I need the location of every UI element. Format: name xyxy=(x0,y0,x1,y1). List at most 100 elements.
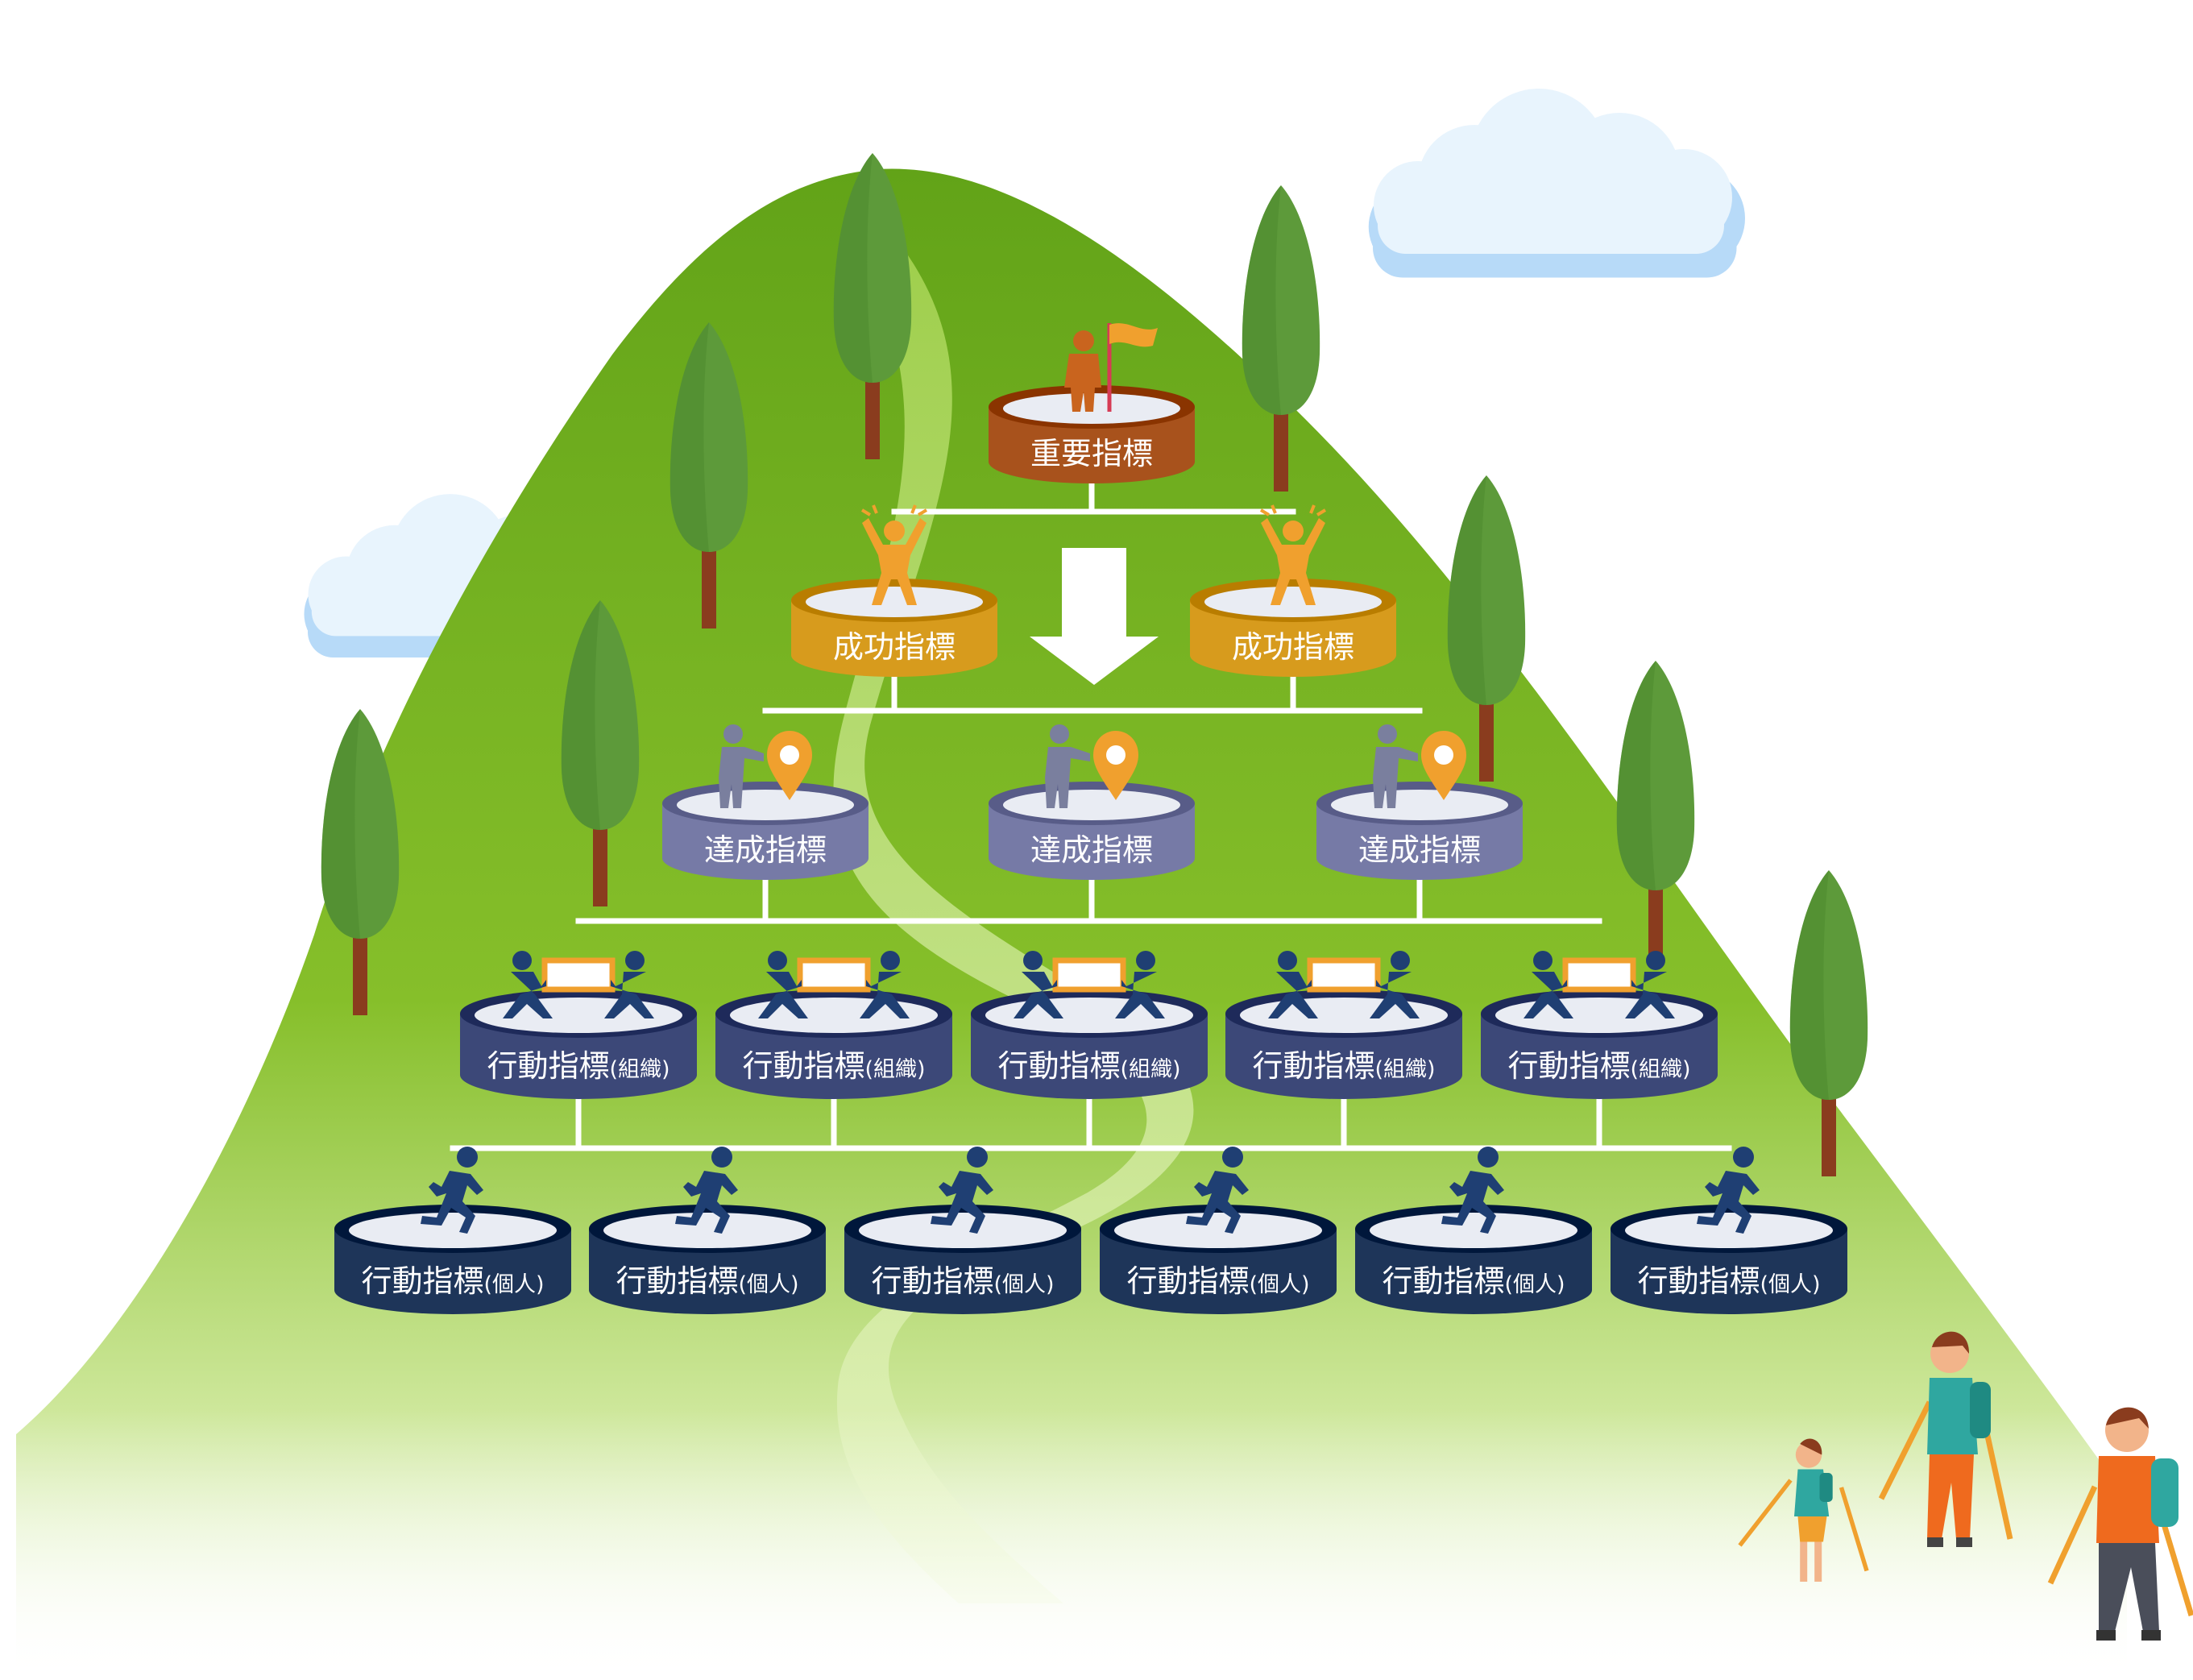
indicator-node-action-individual: 行動指標(個人) xyxy=(334,1147,571,1314)
disc-body xyxy=(589,1229,826,1314)
indicator-label-main: 行動指標 xyxy=(997,1048,1120,1084)
team-carrying-board-icon xyxy=(503,951,654,1018)
disc-top xyxy=(859,1213,1067,1248)
indicator-node-action-org: 行動指標(組織) xyxy=(971,951,1208,1099)
disc-body xyxy=(989,407,1195,483)
indicator-label-sub: (個人) xyxy=(1760,1272,1820,1297)
indicator-node-action-org: 行動指標(組織) xyxy=(1481,951,1718,1099)
indicator-node-action-individual: 行動指標(個人) xyxy=(589,1147,826,1314)
woman-hiker-icon xyxy=(1878,1331,2013,1547)
indicator-label: 行動指標(個人) xyxy=(361,1263,544,1299)
man-hiker-icon xyxy=(2047,1407,2193,1641)
cloud-right xyxy=(1368,89,1745,278)
connectors xyxy=(450,477,1732,1151)
indicator-label: 行動指標(組織) xyxy=(487,1048,670,1084)
indicator-label-main: 行動指標 xyxy=(742,1048,864,1084)
disc-body xyxy=(1100,1229,1337,1314)
person-with-location-pin-icon xyxy=(719,724,812,808)
indicator-node-achievement: 達成指標 xyxy=(1316,724,1523,880)
indicator-label: 行動指標(組織) xyxy=(742,1048,925,1084)
disc-top xyxy=(1625,1213,1833,1248)
indicator-label-sub: (個人) xyxy=(993,1272,1054,1297)
indicator-label: 行動指標(個人) xyxy=(871,1263,1054,1299)
indicator-label: 成功指標 xyxy=(833,629,956,665)
indicator-label: 行動指標(個人) xyxy=(1637,1263,1820,1299)
leader-with-flag-icon xyxy=(1064,323,1158,412)
indicator-node-success: 成功指標 xyxy=(1190,504,1396,677)
indicator-label: 達成指標 xyxy=(1358,832,1481,868)
indicator-node-key: 重要指標 xyxy=(989,323,1195,483)
running-person-icon xyxy=(1441,1147,1504,1234)
indicator-label-main: 行動指標 xyxy=(361,1263,483,1299)
indicator-label-sub: (組織) xyxy=(1630,1057,1690,1082)
hikers xyxy=(1738,1331,2193,1641)
indicator-label-main: 行動指標 xyxy=(1382,1263,1504,1299)
indicator-label-main: 行動指標 xyxy=(1637,1263,1760,1299)
disc-top xyxy=(730,998,938,1033)
disc-body xyxy=(1355,1229,1592,1314)
indicator-label: 行動指標(個人) xyxy=(1126,1263,1309,1299)
celebrating-person-icon xyxy=(860,504,928,605)
disc-top xyxy=(1003,790,1180,820)
team-carrying-board-icon xyxy=(758,951,910,1018)
indicator-label-main: 重要指標 xyxy=(1030,436,1153,471)
disc-top xyxy=(475,998,682,1033)
disc-body xyxy=(1611,1229,1847,1314)
disc-top xyxy=(603,1213,811,1248)
indicator-label-sub: (組織) xyxy=(864,1057,925,1082)
disc-top xyxy=(349,1213,557,1248)
indicator-label: 達成指標 xyxy=(1030,832,1153,868)
indicator-node-achievement: 達成指標 xyxy=(662,724,868,880)
person-with-location-pin-icon xyxy=(1045,724,1138,808)
disc-body xyxy=(1316,803,1523,880)
indicator-label: 成功指標 xyxy=(1232,629,1354,665)
indicator-tree: 重要指標成功指標成功指標達成指標達成指標達成指標行動指標(組織)行動指標(組織)… xyxy=(334,323,1847,1314)
indicator-label: 行動指標(個人) xyxy=(616,1263,798,1299)
disc-body xyxy=(791,600,997,677)
disc-body xyxy=(715,1014,952,1099)
disc-top xyxy=(1495,998,1703,1033)
indicator-label-main: 行動指標 xyxy=(1126,1263,1249,1299)
child-hiker-icon xyxy=(1738,1438,1869,1582)
disc-top xyxy=(985,998,1193,1033)
indicator-label: 行動指標(組織) xyxy=(1507,1048,1690,1084)
team-carrying-board-icon xyxy=(1523,951,1675,1018)
disc-body xyxy=(334,1229,571,1314)
indicator-label: 重要指標 xyxy=(1030,436,1153,471)
indicator-label-main: 達成指標 xyxy=(1030,832,1153,868)
running-person-icon xyxy=(1186,1147,1249,1234)
indicator-label-sub: (組織) xyxy=(1120,1057,1180,1082)
indicator-label-main: 達成指標 xyxy=(1358,832,1481,868)
indicator-label: 行動指標(組織) xyxy=(997,1048,1180,1084)
indicator-label-sub: (個人) xyxy=(1504,1272,1565,1297)
disc-body xyxy=(1225,1014,1462,1099)
indicator-node-action-individual: 行動指標(個人) xyxy=(844,1147,1081,1314)
disc-top xyxy=(1370,1213,1577,1248)
indicator-node-success: 成功指標 xyxy=(791,504,997,677)
disc-body xyxy=(989,803,1195,880)
indicator-node-achievement: 達成指標 xyxy=(989,724,1195,880)
disc-top xyxy=(1331,790,1508,820)
indicator-label: 行動指標(組織) xyxy=(1252,1048,1435,1084)
indicator-label-sub: (組織) xyxy=(609,1057,670,1082)
indicator-label-sub: (個人) xyxy=(483,1272,544,1297)
indicator-label-main: 行動指標 xyxy=(616,1263,738,1299)
indicator-label-main: 行動指標 xyxy=(1252,1048,1374,1084)
indicator-label: 行動指標(個人) xyxy=(1382,1263,1565,1299)
running-person-icon xyxy=(1697,1147,1760,1234)
celebrating-person-icon xyxy=(1259,504,1327,605)
down-arrow-icon xyxy=(1030,548,1159,685)
indicator-label: 達成指標 xyxy=(704,832,827,868)
disc-body xyxy=(460,1014,697,1099)
team-carrying-board-icon xyxy=(1014,951,1165,1018)
indicator-label-sub: (個人) xyxy=(1249,1272,1309,1297)
indicator-label-sub: (個人) xyxy=(738,1272,798,1297)
indicator-node-action-org: 行動指標(組織) xyxy=(1225,951,1462,1099)
indicator-label-main: 行動指標 xyxy=(487,1048,609,1084)
indicator-label-main: 行動指標 xyxy=(871,1263,993,1299)
indicator-node-action-org: 行動指標(組織) xyxy=(715,951,952,1099)
indicator-node-action-org: 行動指標(組織) xyxy=(460,951,697,1099)
indicator-label-main: 達成指標 xyxy=(704,832,827,868)
disc-top xyxy=(677,790,854,820)
